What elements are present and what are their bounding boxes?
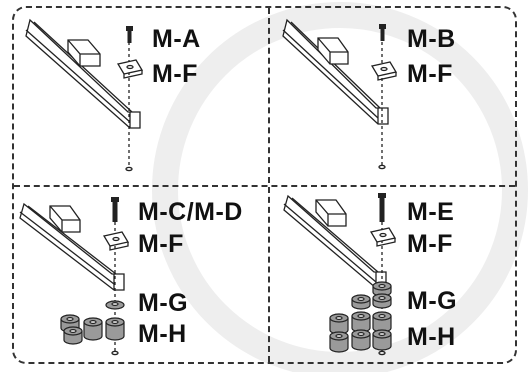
panel-1-screw-label: M-A bbox=[152, 25, 201, 53]
panel-3-washer-label: M-G bbox=[138, 289, 189, 317]
panel-2-plate-label: M-F bbox=[407, 60, 453, 88]
panel-2-screw-label: M-B bbox=[407, 25, 456, 53]
panel-4-plate-label: M-F bbox=[407, 230, 453, 258]
panel-4-spacer-label: M-H bbox=[407, 323, 456, 351]
panel-1-plate-label: M-F bbox=[152, 60, 198, 88]
panel-4-screw-label: M-E bbox=[407, 198, 455, 226]
panel-4-washer-label: M-G bbox=[407, 287, 458, 315]
panel-3-screw-label: M-C/M-D bbox=[138, 198, 243, 226]
panel-3-spacer-label: M-H bbox=[138, 320, 187, 348]
horizontal-divider bbox=[14, 185, 515, 187]
panel-3-plate-label: M-F bbox=[138, 230, 184, 258]
dashed-outer-frame bbox=[12, 6, 517, 364]
